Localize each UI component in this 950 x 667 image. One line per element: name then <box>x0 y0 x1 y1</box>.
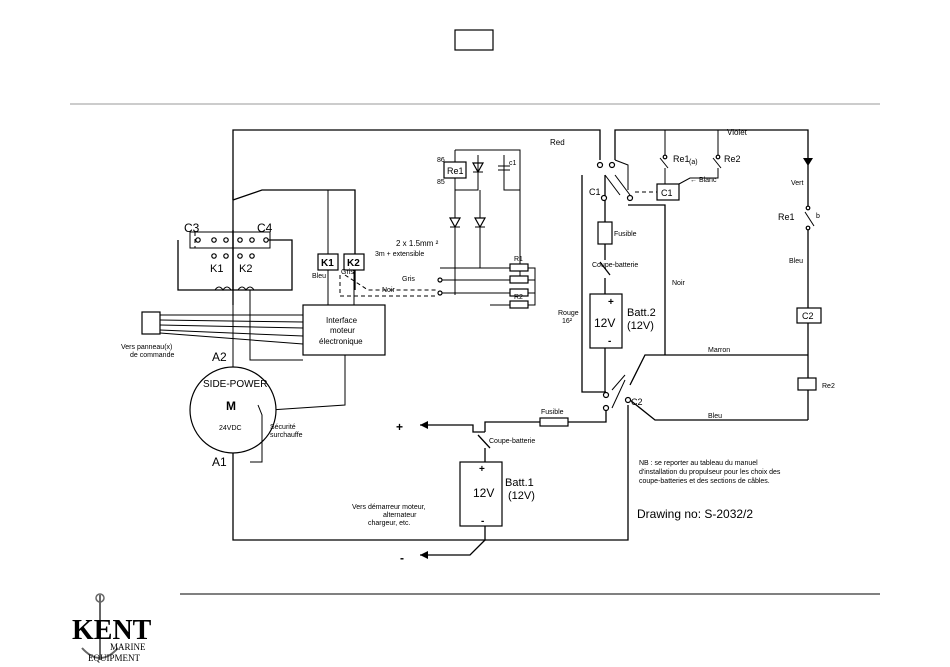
label-batt2-minus: - <box>608 336 611 347</box>
label-c2: C2 <box>631 397 643 407</box>
label-a1: A1 <box>212 455 227 469</box>
label-cable-spec: 2 x 1.5mm ² <box>396 239 439 248</box>
label-pin-b: b <box>816 213 820 220</box>
label-c1-box: C1 <box>661 188 673 198</box>
label-securite-1: Sécurité <box>270 424 296 431</box>
label-batt2-sub: (12V) <box>627 320 654 332</box>
battery-2 <box>589 293 623 349</box>
label-gris: Gris <box>402 276 415 283</box>
label-batt1-name: Batt.1 <box>505 477 534 489</box>
label-re1: Re1 <box>447 166 464 176</box>
label-batt2-plus: + <box>608 297 614 308</box>
drawing-number: Drawing no: S-2032/2 <box>637 507 753 521</box>
interface-box <box>302 304 386 356</box>
label-bleu-bottom: Bleu <box>708 413 722 420</box>
panel-wires <box>141 290 346 411</box>
diagram-labels: Red Violet Vert Re1 b Bleu C2 Re2 Noir M… <box>121 128 835 565</box>
label-vers-dem-1: Vers démarreur moteur, <box>352 504 426 511</box>
page-number-box <box>454 29 494 51</box>
control-panel-box <box>141 311 161 335</box>
label-rouge-size: 16² <box>562 318 573 325</box>
label-interface-2: moteur <box>330 326 355 335</box>
label-rouge: Rouge <box>558 310 579 317</box>
label-pin-85: 85 <box>437 179 445 186</box>
label-bleu-right: Bleu <box>789 258 803 265</box>
label-re1-right: Re1 <box>778 212 795 222</box>
label-c2-box: C2 <box>802 311 814 321</box>
label-batt1-v: 12V <box>473 486 494 500</box>
label-batt1-minus: - <box>481 516 484 527</box>
label-k2: K2 <box>239 263 252 275</box>
label-k1: K1 <box>210 263 223 275</box>
label-re2-coil: Re2 <box>822 383 835 390</box>
label-side-power: SIDE-POWER <box>203 379 267 390</box>
left-contactor-c3-c4 <box>177 189 356 291</box>
label-vers-dem-3: chargeur, etc. <box>368 520 410 527</box>
relay-re2 <box>797 377 817 391</box>
label-vers-panneau-2: de commande <box>130 352 174 359</box>
label-interface-3: électronique <box>319 337 363 346</box>
label-k2-box: K2 <box>347 258 360 269</box>
kent-logo: KENT MARINE EQUIPMENT <box>72 593 152 663</box>
label-batt1-sub: (12V) <box>508 490 535 502</box>
label-c1: C1 <box>589 187 601 197</box>
label-fusible-bottom: Fusible <box>541 409 564 416</box>
label-voltage: 24VDC <box>219 425 242 432</box>
label-re2-sw: Re2 <box>724 154 741 164</box>
label-pin-86: 86 <box>437 157 445 164</box>
label-blanc: ← Blanc <box>690 177 717 184</box>
label-motor-m: M <box>226 399 236 413</box>
label-batt2-name: Batt.2 <box>627 307 656 319</box>
label-nb-2: d'installation du propulseur pour les ch… <box>639 469 781 476</box>
label-c3: C3 <box>184 221 200 235</box>
label-nb-3: coupe-batteries et des sections de câble… <box>639 478 770 485</box>
logo-line1: MARINE <box>110 642 146 652</box>
contactor-c2 <box>602 374 632 412</box>
label-vers-panneau-1: Vers panneau(x) <box>121 344 172 351</box>
label-vert: Vert <box>791 180 804 187</box>
label-interface-1: Interface <box>326 316 358 325</box>
label-violet: Violet <box>727 128 748 137</box>
label-marron: Marron <box>708 347 730 354</box>
contactor-c1-coil <box>656 183 680 201</box>
contactor-c2-coil <box>796 307 822 324</box>
label-r2: R2 <box>514 294 523 301</box>
label-vers-dem-2: alternateur <box>383 512 417 519</box>
label-fusible-top: Fusible <box>614 231 637 238</box>
main-wires <box>232 129 809 559</box>
label-coupe-top: Coupe-batterie <box>592 262 638 269</box>
label-batt1-plus: + <box>479 464 485 475</box>
label-red: Red <box>550 138 565 147</box>
label-minus-out: - <box>400 551 404 565</box>
label-noir: Noir <box>382 287 396 294</box>
label-plus-out: + <box>396 420 403 434</box>
label-bleu-k1: Bleu <box>312 273 326 280</box>
label-cap: c1 <box>509 160 517 167</box>
battery-1 <box>459 461 503 527</box>
label-noir-right: Noir <box>672 280 686 287</box>
label-k1-box: K1 <box>321 258 334 269</box>
label-gris-k2: Gris <box>341 269 354 276</box>
label-re1-a: Re1 <box>673 154 690 164</box>
label-nb-1: NB : se reporter au tableau du manuel <box>639 460 758 467</box>
label-coupe-bottom: Coupe-batterie <box>489 438 535 445</box>
label-securite-2: surchauffe <box>270 432 303 439</box>
label-r1: R1 <box>514 256 523 263</box>
label-re1-a-sub: (a) <box>689 159 698 166</box>
logo-line2: EQUIPMENT <box>88 653 140 663</box>
relay-re1-circuit <box>437 149 536 309</box>
k-wires <box>327 190 437 305</box>
label-batt2-v: 12V <box>594 316 615 330</box>
label-a2: A2 <box>212 350 227 364</box>
logo-brand: KENT <box>72 615 152 646</box>
label-cable-len: 3m + extensible <box>375 251 424 258</box>
contactor-c1 <box>596 130 822 391</box>
label-c4: C4 <box>257 221 273 235</box>
